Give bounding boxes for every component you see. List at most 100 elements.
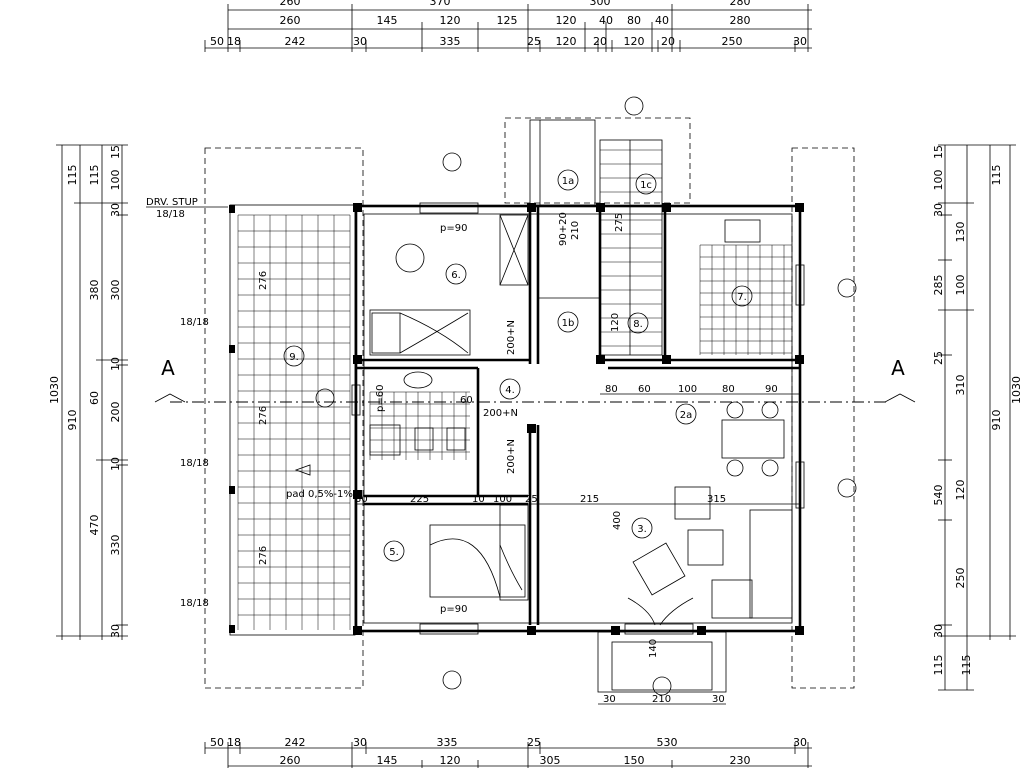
- dim-right-in-11: 30: [932, 624, 945, 638]
- column-size-2: 18/18: [180, 317, 209, 328]
- room-1b: 1b: [557, 311, 579, 333]
- dim-80a: 80: [605, 384, 618, 395]
- dim-bot-r1-4: 335: [437, 736, 458, 749]
- dim-bot-r1-0: 50: [210, 736, 224, 749]
- left-dimension-labels: 1030 115 910 115 380 60 470 15 100 30 30…: [48, 145, 122, 638]
- entrance: [529, 96, 644, 206]
- room-4: 4.: [499, 378, 521, 400]
- dim-90: 90: [765, 384, 778, 395]
- terrace-276-1: 276: [258, 271, 269, 290]
- room-5: 5.: [383, 540, 405, 562]
- annotations: DRV. STUP 18/18 18/18 18/18 18/18 pad 0,…: [146, 197, 800, 705]
- dim-right-outer: 1030: [1010, 376, 1023, 404]
- front-porch: [597, 631, 727, 696]
- section-label-left: A: [161, 356, 175, 380]
- dim-left-mid-1: 910: [66, 410, 79, 431]
- dim-left-inner-1: 380: [88, 280, 101, 301]
- dim-top-r3-7: 20: [593, 35, 607, 48]
- dim-top-r2-6: 80: [627, 14, 641, 27]
- dim-bot-r1-1: 18: [227, 736, 241, 749]
- column-note: DRV. STUP: [146, 197, 198, 208]
- dim-225: 225: [410, 494, 429, 505]
- dim-315: 315: [707, 494, 726, 505]
- dim-right-in-0: 15: [932, 145, 945, 159]
- dim-top-r3-2: 242: [285, 35, 306, 48]
- room-5-label: 5.: [389, 547, 399, 558]
- kitchen-tiles: [699, 219, 792, 355]
- dim-right-in-6: 25: [932, 351, 945, 365]
- left-terrace-pergola: [204, 147, 364, 689]
- dim-bot-r2-3: 305: [540, 754, 561, 767]
- dim-right-mid-0: 115: [990, 165, 1003, 186]
- dim-left-inner-2: 60: [88, 391, 101, 405]
- stair-120: 120: [610, 313, 621, 332]
- dim-60b: 60: [638, 384, 651, 395]
- dim-30: 30: [355, 494, 368, 505]
- dim-right-in-5: 285: [932, 275, 945, 296]
- dim-left-in-6: 10: [109, 457, 122, 471]
- room-labels: 1a 1b 1c 2a 3. 4. 5. 6.: [283, 169, 753, 562]
- door-210: 210: [570, 221, 581, 240]
- porch-dim-30a: 30: [603, 694, 616, 705]
- room-3: 3.: [631, 517, 653, 539]
- dim-top-r1-3: 280: [730, 0, 751, 8]
- dim-10: 10: [472, 494, 485, 505]
- dim-bot-r1-5: 25: [527, 736, 541, 749]
- slope-note: pad 0,5%-1%: [286, 489, 353, 500]
- dim-top-r2-1: 145: [377, 14, 398, 27]
- room-8: 8.: [627, 312, 649, 334]
- window-p60: p=60: [375, 385, 386, 412]
- dim-215: 215: [580, 494, 599, 505]
- porch-dim-210: 210: [652, 694, 671, 705]
- dim-left-in-5: 200: [109, 402, 122, 423]
- room-1b-label: 1b: [562, 318, 575, 329]
- top-dimension-lines: [204, 4, 812, 52]
- door-200n-2: 200+N: [483, 408, 518, 419]
- room-1a: 1a: [557, 169, 579, 191]
- dim-top-r2-7: 40: [655, 14, 669, 27]
- dim-80b: 80: [722, 384, 735, 395]
- room-4-label: 4.: [505, 385, 515, 396]
- dim-left-inner-3: 470: [88, 515, 101, 536]
- dim-right-mid-1: 910: [990, 410, 1003, 431]
- dim-top-r3-6: 120: [556, 35, 577, 48]
- room-8-label: 8.: [633, 319, 643, 330]
- dim-right-in-1: 100: [932, 170, 945, 191]
- top-dimension-labels: 260 370 300 280 260 145 120 125 120 40 8…: [210, 0, 807, 48]
- dim-top-r3-5: 25: [527, 35, 541, 48]
- dim-100b: 100: [493, 494, 512, 505]
- dim-right-in-10: 250: [954, 568, 967, 589]
- dim-top-r3-10: 250: [722, 35, 743, 48]
- dim-top-r3-8: 120: [624, 35, 645, 48]
- exterior-walls: [354, 204, 802, 633]
- door-200n-3: 200+N: [506, 439, 517, 474]
- living-400: 400: [612, 511, 623, 530]
- wardrobes: [499, 214, 529, 601]
- dim-left-in-3: 300: [109, 280, 122, 301]
- dim-top-r3-4: 335: [440, 35, 461, 48]
- dim-bot-r1-6: 530: [657, 736, 678, 749]
- dim-top-r2-0: 260: [280, 14, 301, 27]
- dim-top-r2-2: 120: [440, 14, 461, 27]
- porch-140: 140: [648, 639, 659, 658]
- door-90-20: 90+20: [558, 212, 569, 246]
- room-2a-label: 2a: [680, 410, 693, 421]
- dim-left-in-1: 100: [109, 170, 122, 191]
- dim-top-r3-3: 30: [353, 35, 367, 48]
- column-size-4: 18/18: [180, 598, 209, 609]
- dim-right-mid-2: 115: [960, 655, 973, 676]
- dim-top-r1-0: 260: [280, 0, 301, 8]
- room-3-label: 3.: [637, 524, 647, 535]
- bedroom-5-furniture: [429, 524, 526, 690]
- dim-right-in-2: 30: [932, 203, 945, 217]
- dim-left-mid-0: 115: [66, 165, 79, 186]
- dim-bot-r2-4: 150: [624, 754, 645, 767]
- dim-left-in-7: 330: [109, 535, 122, 556]
- room-6-label: 6.: [451, 270, 461, 281]
- dim-top-r2-8: 280: [730, 14, 751, 27]
- dim-top-r3-9: 20: [661, 35, 675, 48]
- dim-right-in-4: 100: [954, 275, 967, 296]
- room-2a: 2a: [675, 403, 697, 425]
- dim-right-in-3: 130: [954, 222, 967, 243]
- stair-275: 275: [614, 213, 625, 232]
